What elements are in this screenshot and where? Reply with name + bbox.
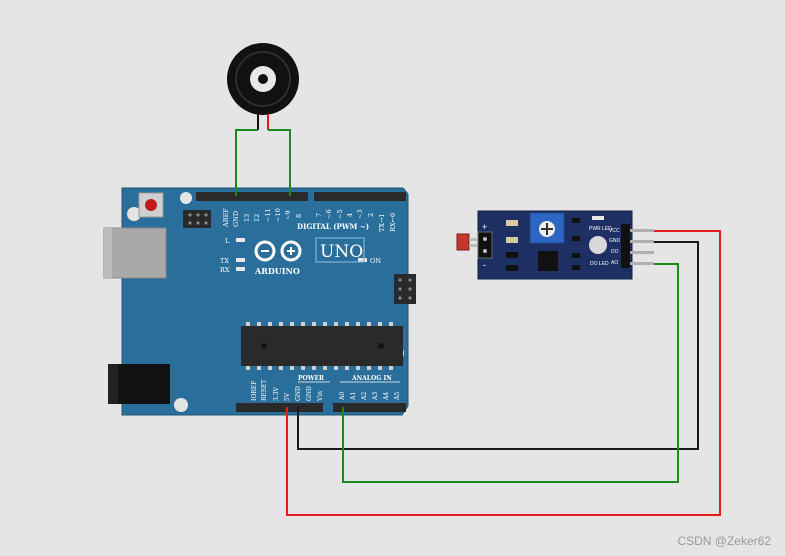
mounting-hole <box>180 192 192 204</box>
pin-label: ~10 <box>274 208 282 222</box>
pin-label: RX←0 <box>389 213 397 232</box>
pin-label: 3.3V <box>273 386 280 401</box>
pin-label: AREF <box>222 208 230 228</box>
do-led <box>589 236 607 254</box>
analog-header[interactable] <box>333 403 406 412</box>
pin-label: A5 <box>394 392 401 401</box>
on-led-label: ON <box>370 257 381 265</box>
pin-label: 7 <box>315 213 323 217</box>
potentiometer[interactable] <box>529 212 565 244</box>
power-pin-labels: IOREF RESET 3.3V 5V GND GND Vin <box>251 380 324 402</box>
watermark: CSDN @Zeker62 <box>677 534 771 548</box>
pin-label: GND <box>232 211 240 227</box>
arduino-uno-board[interactable]: AREF GND 13 12 ~11 ~10 ~9 8 7 ~6 ~5 4 ~3… <box>103 187 416 416</box>
light-sensor-module[interactable]: + - PWR LED DO LED VCC GND DO A <box>456 210 654 280</box>
reset-button[interactable] <box>138 192 164 218</box>
pin-label: GND <box>609 238 621 244</box>
pin-label: DO <box>611 249 619 255</box>
wire-5v-vcc[interactable] <box>286 230 721 516</box>
wire-a0-ao[interactable] <box>342 263 679 483</box>
icsp-header <box>183 210 211 228</box>
pin-label: 8 <box>295 214 303 218</box>
pwr-led <box>592 216 604 220</box>
do-led-label: DO LED <box>590 261 609 267</box>
pin-label: A3 <box>372 392 379 401</box>
analog-pin-labels: A0 A1 A2 A3 A4 A5 <box>339 392 401 401</box>
pin-label: A1 <box>350 392 357 401</box>
pin-label: IOREF <box>251 381 258 401</box>
pin-label: ~6 <box>325 209 333 219</box>
pin-label: A2 <box>361 392 368 401</box>
pin-label: VCC <box>609 228 620 234</box>
pin-label: ~9 <box>284 210 292 220</box>
plus-label: + <box>482 222 487 232</box>
model-box <box>315 237 365 263</box>
status-leds <box>236 238 367 271</box>
pin-label: A4 <box>383 392 390 401</box>
wire-buzzer-signal[interactable] <box>268 129 291 196</box>
pin-label: 4 <box>346 213 354 217</box>
pin-label: 5V <box>284 392 291 401</box>
pin-label: RESET <box>261 380 268 401</box>
pin-label: GND <box>295 386 302 401</box>
piezo-buzzer[interactable] <box>227 43 299 130</box>
photoresistor <box>456 233 477 251</box>
pin-label: A0 <box>339 392 346 401</box>
pin-label: 13 <box>243 214 251 222</box>
wire-gnd-gnd[interactable] <box>297 241 699 450</box>
usb-connector <box>103 227 167 279</box>
analog-header-label: ANALOG IN <box>351 375 392 382</box>
atmega-chip <box>241 322 403 370</box>
pin-label: TX→1 <box>378 213 386 232</box>
pin-label: GND <box>306 386 313 401</box>
l-led-label: L <box>225 237 230 245</box>
rx-led-label: RX <box>220 266 230 274</box>
pin-label: ~11 <box>264 208 272 222</box>
model-label: UNO <box>320 242 363 262</box>
power-header-label: POWER <box>298 375 325 382</box>
sensor-pin-labels: VCC GND DO AO <box>609 228 621 266</box>
digital-header[interactable] <box>196 192 406 201</box>
pwr-led-label: PWR LED <box>589 226 612 232</box>
digital-pin-labels: AREF GND 13 12 ~11 ~10 ~9 8 7 ~6 ~5 4 ~3… <box>222 208 397 232</box>
pin-label: 12 <box>253 214 261 222</box>
brand-label: ARDUINO <box>254 266 300 276</box>
pin-label: ~3 <box>356 209 364 219</box>
minus-label: - <box>483 260 486 270</box>
icsp-header-right <box>394 274 416 304</box>
arduino-logo-icon <box>254 240 302 262</box>
power-header[interactable] <box>236 403 323 412</box>
tx-led-label: TX <box>220 257 229 265</box>
wire-buzzer-gnd[interactable] <box>235 129 258 196</box>
pin-label: AO <box>611 260 618 266</box>
pin-label: 2 <box>367 213 375 217</box>
digital-header-label: DIGITAL (PWM ~) <box>297 222 369 231</box>
pin-label: ~5 <box>336 209 344 219</box>
power-jack <box>108 364 170 404</box>
mounting-hole <box>127 207 141 221</box>
mounting-hole <box>174 398 188 412</box>
pin-label: Vin <box>317 391 324 402</box>
